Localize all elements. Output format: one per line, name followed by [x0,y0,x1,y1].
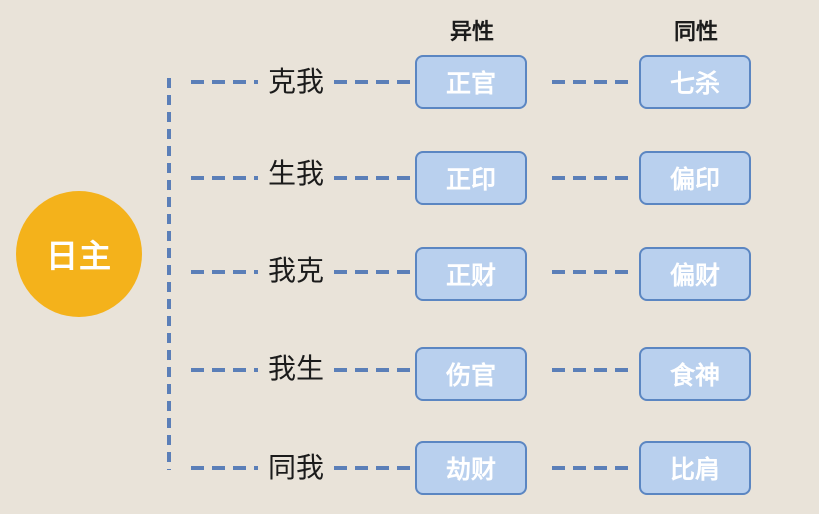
node-zheng-yin: 正印 [415,151,527,205]
relation-label-sheng-wo: 生我 [267,157,324,190]
node-shang-guan: 伤官 [415,347,527,401]
relation-label-ke-wo: 克我 [267,65,324,98]
node-shi-shen: 食神 [639,347,751,401]
node-pian-yin: 偏印 [639,151,751,205]
node-bi-jian: 比肩 [639,441,751,495]
node-zheng-guan: 正官 [415,55,527,109]
node-zheng-cai: 正财 [415,247,527,301]
relation-label-tong-wo: 同我 [267,451,324,484]
root-node-ri-zhu: 日主 [16,191,142,317]
header-tong-xing: 同性 [673,20,718,45]
node-qi-sha: 七杀 [639,55,751,109]
header-yi-xing: 异性 [449,20,494,45]
relation-label-wo-ke: 我克 [267,254,324,287]
relation-label-wo-sheng: 我生 [267,352,324,385]
node-pian-cai: 偏财 [639,247,751,301]
node-jie-cai: 劫财 [415,441,527,495]
